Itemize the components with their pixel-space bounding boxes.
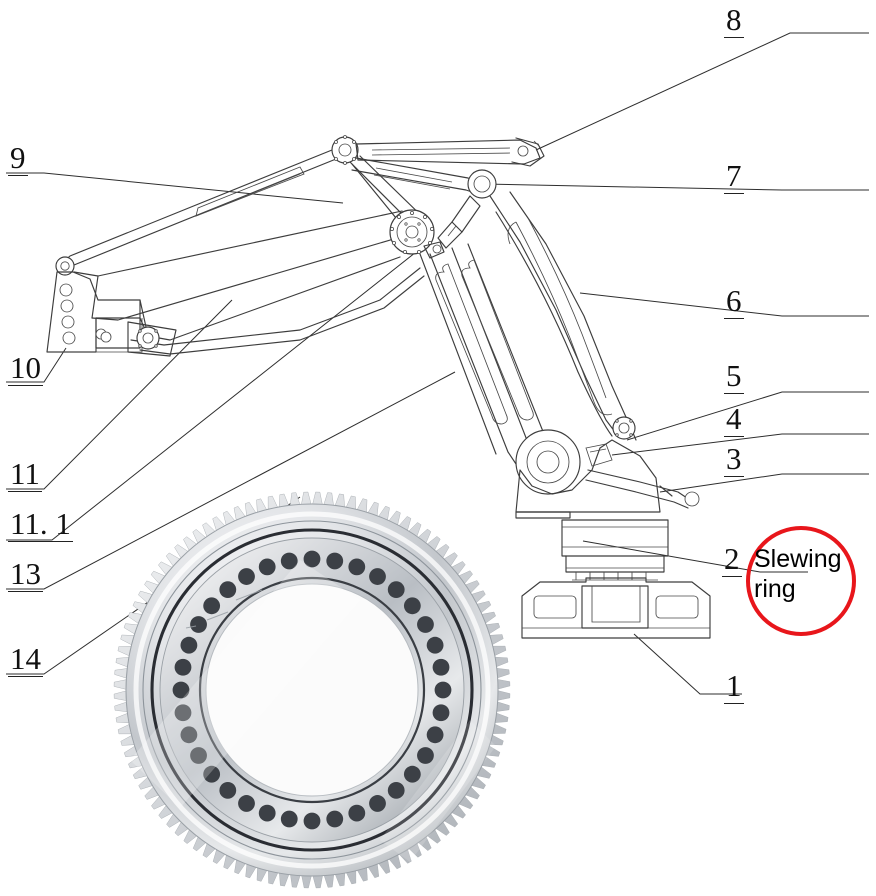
curved-jib [489, 191, 637, 441]
callout-9: 9 [8, 140, 28, 176]
callout-5: 5 [724, 358, 744, 394]
slewing-ring-annotation-circle [746, 526, 856, 636]
callout-11: 11 [8, 456, 42, 492]
callout-7: 7 [724, 158, 744, 194]
callout-14: 14 [8, 641, 43, 677]
callout-8: 8 [724, 2, 744, 38]
base-frame [521, 577, 711, 639]
inner-boom [419, 243, 549, 471]
callout-10: 10 [8, 350, 43, 386]
callout-2: 2 [722, 541, 742, 577]
leader-lines-left [6, 172, 456, 675]
central-pivot-hub [389, 209, 445, 259]
slewing-ring-annotation-label: Slewing ring [754, 544, 842, 604]
column-head [515, 429, 700, 519]
callout-13: 13 [8, 556, 43, 592]
main-boom [73, 210, 425, 357]
slewing-ring-housing [561, 519, 669, 581]
callout-1: 1 [724, 668, 744, 704]
annotation-line-1: Slewing [754, 545, 842, 573]
top-tie-rod [62, 147, 349, 271]
callout-6: 6 [724, 283, 744, 319]
callout-4: 4 [724, 401, 744, 437]
callout-3: 3 [724, 441, 744, 477]
annotation-line-2: ring [754, 575, 796, 603]
slewing-ring-photo [113, 491, 511, 889]
knuckle-pivot [437, 169, 497, 249]
callout-11-1: 11. 1 [8, 506, 73, 542]
